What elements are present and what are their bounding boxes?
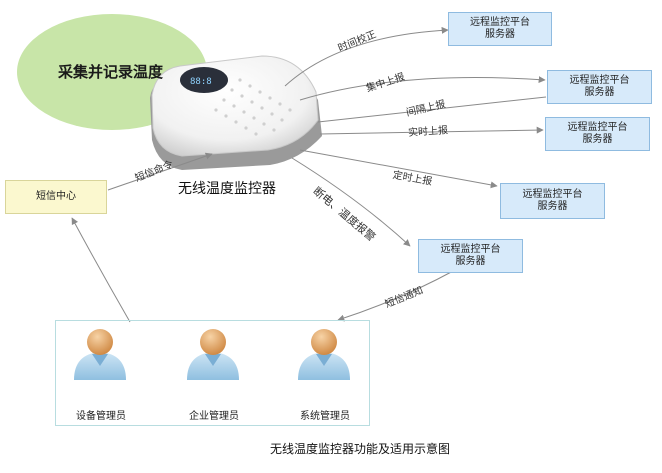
admin-system: 系统管理员 [280,323,370,423]
admin-system-label: 系统管理员 [300,411,350,422]
arrow-batch-report [299,76,546,101]
arrow-power-alarm [291,157,411,247]
svg-text:88:8: 88:8 [190,77,212,87]
arrow-time-sync [284,26,449,87]
label-realtime-report: 实时上报 [407,125,449,139]
admin-figures [74,329,350,380]
device-name: 无线温度监控器 [178,181,276,197]
blob-label: 采集并记录温度 [58,63,164,81]
arrow-sms-notice [337,269,456,322]
admins-panel: 设备管理员 企业管理员 系统管理员 [55,320,370,426]
server-box-2: 远程监控平台 服务器 [547,70,652,104]
arrow-realtime-report [319,126,544,135]
admin-enterprise: 企业管理员 [169,323,259,423]
arrow-sms-command [107,152,213,191]
admin-enterprise-label: 企业管理员 [189,411,239,422]
server-box-5: 远程监控平台 服务器 [418,239,523,273]
admin-device: 设备管理员 [56,323,146,423]
admin-device-label: 设备管理员 [76,411,126,422]
wireless-monitor-device-image: 88:8 [150,55,322,170]
arrow-interval-report [317,96,547,123]
arrow-scheduled-report [299,149,498,189]
sms-center-box: 短信中心 [5,180,107,214]
server-box-4: 远程监控平台 服务器 [500,183,605,219]
diagram-caption: 无线温度监控器功能及适用示意图 [270,442,451,456]
server-box-3: 远程监控平台 服务器 [545,117,650,151]
arrow-admin-to-sms [71,217,131,323]
server-box-1: 远程监控平台 服务器 [448,12,552,46]
